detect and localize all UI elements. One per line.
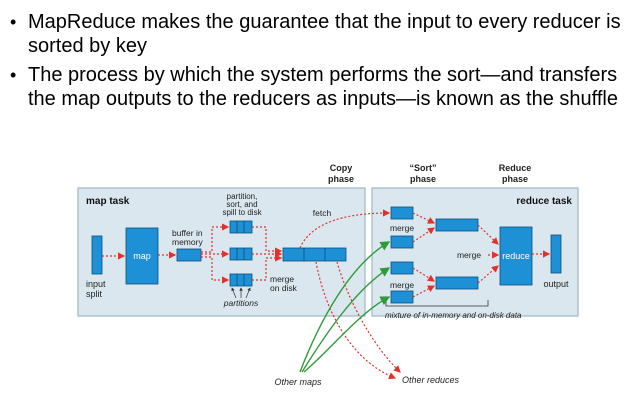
- mixture-label: mixture of in-memory and on-disk data: [385, 311, 522, 320]
- green-arrow-3: [303, 296, 391, 373]
- arrow-merge-to-reduce-top: [477, 224, 499, 245]
- green-arrow-1: [299, 241, 391, 373]
- buffer-label-2: memory: [172, 237, 203, 247]
- map-box-label: map: [133, 251, 151, 261]
- reduce-task-title: reduce task: [516, 196, 572, 207]
- arrow-to-other-reduces-2: [336, 261, 401, 373]
- merged-segment-top: [435, 218, 479, 232]
- bullet-text-1: MapReduce makes the guarantee that the i…: [28, 11, 621, 57]
- sort-phase-label: “Sort”: [410, 163, 437, 173]
- bullet-dot-icon: •: [10, 65, 17, 85]
- merge-label-top: merge: [390, 223, 414, 233]
- bullet-text-2: The process by which the system performs…: [28, 64, 618, 110]
- spill-box: [229, 273, 253, 287]
- spill-box: [229, 247, 253, 261]
- spill-box: [229, 220, 253, 234]
- spill-group-bottom: [229, 273, 253, 287]
- copy-phase-label-2: phase: [328, 174, 354, 184]
- output-box: [550, 234, 562, 274]
- green-arrow-2: [301, 267, 391, 373]
- map-task-title: map task: [86, 196, 130, 207]
- spill-group-middle: [229, 247, 253, 261]
- arrow-spill-top-to-merge: [252, 226, 283, 255]
- merge-on-disk-label-1: merge: [270, 274, 294, 284]
- reduce-box: [499, 226, 533, 286]
- copied-output-box: [390, 261, 414, 275]
- partitions-pointer: [231, 287, 237, 299]
- other-reduces-label: Other reduces: [402, 375, 460, 385]
- input-label: input: [86, 279, 106, 289]
- partitions-label: partitions: [223, 298, 259, 308]
- arrow-merge-2: [412, 227, 435, 243]
- copied-output-box: [390, 235, 414, 249]
- spill-group-top: [229, 220, 253, 234]
- reduce-box-label: reduce: [502, 251, 530, 261]
- reduce-phase-label-2: phase: [502, 174, 528, 184]
- merged-segment-bottom: [435, 276, 479, 290]
- arrow-spill-bottom-to-merge: [252, 254, 283, 281]
- reduce-phase-label: Reduce: [499, 163, 532, 173]
- bullet-dot-icon: •: [10, 12, 17, 32]
- arrow-merge-to-reduce-bottom: [477, 265, 499, 284]
- partition-label-1: partition,: [227, 192, 258, 201]
- bullet-item-2: • The process by which the system perfor…: [10, 63, 625, 111]
- merge-on-disk-label-2: on disk: [270, 283, 298, 293]
- input-split-box: [91, 235, 103, 275]
- arrow-fetch-to-reducer: [299, 209, 391, 249]
- partition-label-3: spill to disk: [222, 208, 262, 217]
- partitions-pointer: [245, 287, 251, 299]
- merged-output-box: [282, 247, 347, 262]
- merge-label-middle: merge: [457, 250, 481, 260]
- fetch-label: fetch: [313, 208, 332, 218]
- map-box: [125, 227, 159, 285]
- buffer-box: [176, 248, 202, 262]
- split-label: split: [86, 289, 103, 299]
- buffer-label-1: buffer in: [172, 228, 203, 238]
- bullet-list: • MapReduce makes the guarantee that the…: [10, 10, 625, 116]
- bullet-item-1: • MapReduce makes the guarantee that the…: [10, 10, 625, 58]
- other-maps-label: Other maps: [274, 377, 322, 387]
- sort-phase-label-2: phase: [410, 174, 436, 184]
- arrow-merge-3: [412, 267, 436, 282]
- copied-output-box: [390, 290, 414, 304]
- arrow-to-other-reduces: [315, 261, 397, 380]
- merge-label-bottom: merge: [390, 280, 414, 290]
- arrow-buffer-to-spill-top: [201, 223, 230, 253]
- output-label: output: [543, 279, 569, 289]
- copy-phase-label: Copy: [330, 163, 353, 173]
- copied-output-box: [390, 206, 414, 220]
- arrow-buffer-to-spill-bottom: [201, 256, 230, 284]
- partition-label-2: sort, and: [226, 200, 257, 209]
